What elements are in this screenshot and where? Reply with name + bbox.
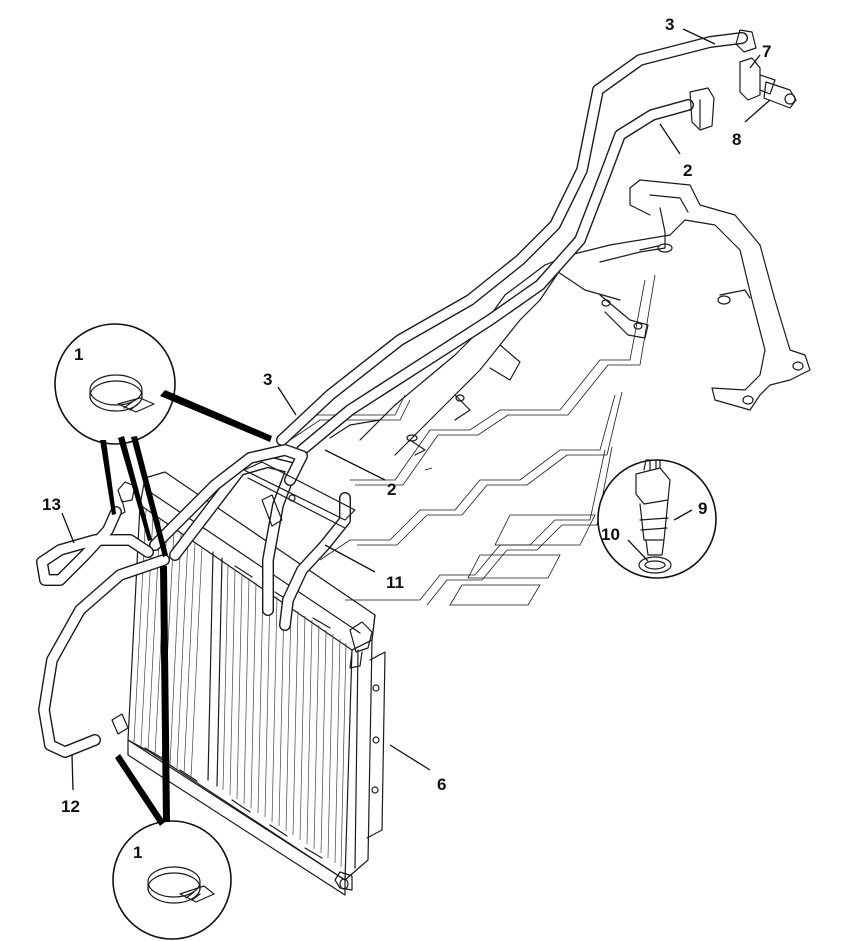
leader-lines xyxy=(61,28,771,791)
callout-10: 10 xyxy=(601,525,620,544)
pointer-wedges xyxy=(100,390,272,826)
callout-3-mid: 3 xyxy=(263,370,272,389)
sensor-8 xyxy=(763,81,797,109)
mounting-bracket xyxy=(329,179,811,456)
pipe-set-11 xyxy=(149,444,356,631)
callout-12: 12 xyxy=(61,797,80,816)
hose-13 xyxy=(36,506,154,586)
callout-3-top: 3 xyxy=(665,15,674,34)
callout-labels: 1 1 2 2 3 3 6 7 8 9 10 11 12 13 xyxy=(42,15,771,862)
hose-12 xyxy=(38,554,170,758)
callout-13: 13 xyxy=(42,495,61,514)
callout-1-top: 1 xyxy=(74,345,83,364)
detail-circle-clamp-top xyxy=(54,323,176,445)
detail-circle-clamp-bottom xyxy=(112,820,232,940)
background-outlines xyxy=(289,274,656,606)
callout-8: 8 xyxy=(732,130,741,149)
detail-circle-sensor xyxy=(597,459,717,579)
callout-1-bottom: 1 xyxy=(133,843,142,862)
callout-9: 9 xyxy=(698,499,707,518)
callout-2-top: 2 xyxy=(683,161,692,180)
callout-6: 6 xyxy=(437,775,446,794)
callout-7: 7 xyxy=(762,42,771,61)
elbow-fitting-2 xyxy=(689,87,715,131)
hose-2 xyxy=(296,99,694,456)
hose-3 xyxy=(276,32,748,446)
callout-2-mid: 2 xyxy=(387,480,396,499)
callout-11: 11 xyxy=(386,573,404,592)
